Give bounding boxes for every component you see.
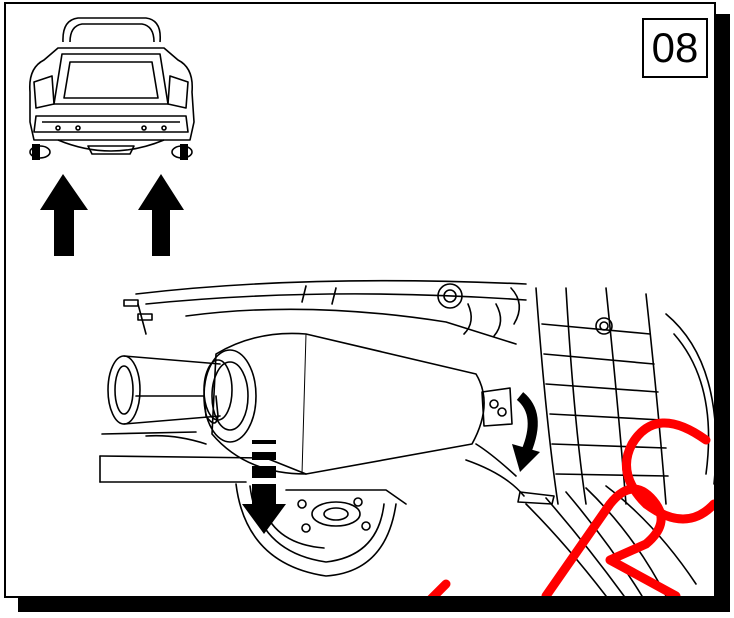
up-arrow-icon — [40, 174, 184, 256]
step-number-badge: 08 — [642, 18, 708, 78]
curved-arrow-icon — [512, 392, 540, 472]
instruction-panel: 08 — [4, 2, 716, 598]
down-arrow-icon — [242, 440, 286, 534]
car-rear-view — [28, 17, 195, 256]
exhaust-illustration — [99, 279, 714, 596]
watermark — [427, 418, 714, 596]
